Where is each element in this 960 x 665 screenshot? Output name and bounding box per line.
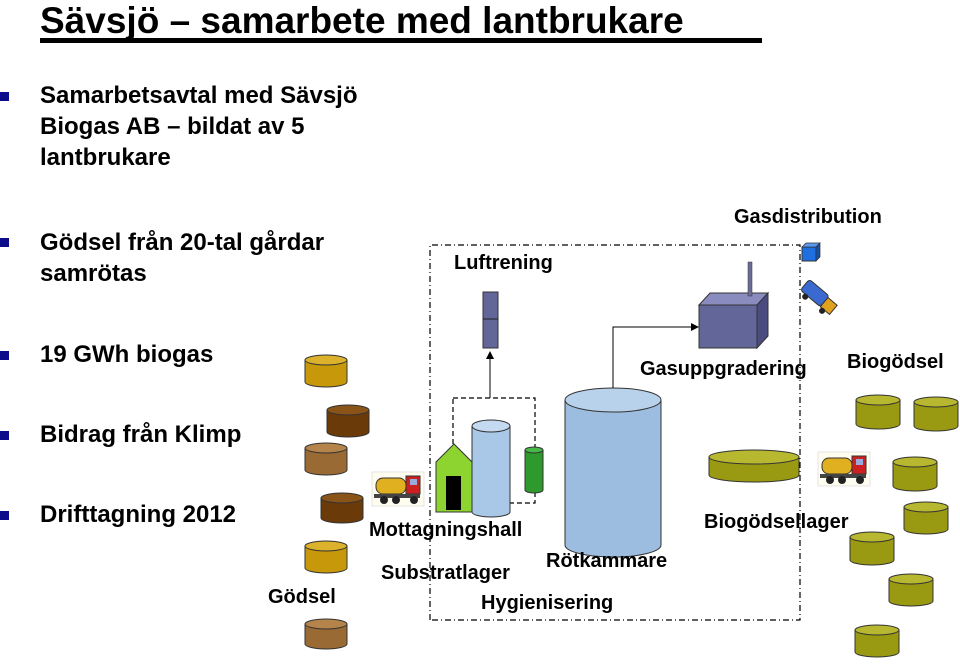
arrow-to-gasuppgradering: [612, 323, 699, 388]
substratlager-tank: [471, 419, 511, 518]
label-hygienisering: Hygienisering: [481, 592, 614, 614]
gas-truck-icon: [801, 280, 838, 316]
bullet-4: Bidrag från Klimp: [40, 419, 241, 450]
bullet-2: Gödsel från 20-tal gårdar samrötas: [40, 227, 324, 289]
bullet-1-line-3: lantbrukare: [40, 144, 171, 171]
label-biogodsellager: Biogödsellager: [704, 511, 849, 533]
bullet-2-line-1: Gödsel från 20-tal gårdar: [40, 229, 325, 256]
biogodsel-tank: [913, 396, 959, 432]
luftrening-column: [482, 291, 499, 349]
godsel-tank: [304, 618, 348, 650]
rotkammare-digester: [564, 387, 662, 558]
bullet-1-line-2: Biogas AB – bildat av 5: [40, 113, 305, 140]
godsel-tank: [304, 442, 348, 476]
bullet-marker: [0, 511, 9, 520]
plant-boundary: [429, 244, 801, 621]
label-biogodsel: Biogödsel: [847, 351, 944, 373]
gasdistribution-cube: [801, 242, 821, 262]
bullet-5-line-1: Drifttagning 2012: [40, 501, 237, 528]
bullet-marker: [0, 238, 9, 247]
label-godsel: Gödsel: [268, 586, 336, 608]
mottagningshall-building: [435, 443, 473, 513]
hygienisering-tank: [524, 446, 544, 494]
label-gasdistribution: Gasdistribution: [734, 206, 882, 228]
label-substratlager: Substratlager: [381, 562, 510, 584]
biogodsel-tank: [849, 531, 895, 566]
bullet-marker: [0, 92, 9, 101]
label-mottagningshall: Mottagningshall: [369, 519, 523, 541]
godsel-tank: [320, 492, 364, 524]
label-rotkammare: Rötkammare: [546, 550, 668, 572]
godsel-tank: [304, 354, 348, 388]
bullet-marker: [0, 351, 9, 360]
biogodsel-tank: [854, 624, 900, 658]
bullet-3-line-1: 19 GWh biogas: [40, 341, 214, 368]
label-luftrening: Luftrening: [454, 252, 553, 274]
bullet-1-line-1: Samarbetsavtal med Sävsjö: [40, 82, 358, 109]
label-gasuppgradering: Gasuppgradering: [640, 358, 807, 380]
biogodsel-tank: [855, 394, 901, 430]
biogodsel-tank: [892, 456, 938, 492]
bullet-marker: [0, 431, 9, 440]
biogodsel-tank: [888, 573, 934, 607]
slide-title: Sävsjö – samarbete med lantbrukare: [40, 0, 684, 41]
bullet-4-line-1: Bidrag från Klimp: [40, 421, 242, 448]
godsel-tank: [326, 404, 370, 438]
title-underline: [40, 38, 762, 43]
truck-icon: [371, 471, 425, 507]
truck-icon: [817, 451, 871, 487]
biogodsel-tank: [903, 501, 949, 535]
bullet-2-line-2: samrötas: [40, 260, 147, 287]
gasuppgradering-unit: [697, 261, 770, 350]
biogodsellager-tank: [708, 449, 800, 483]
godsel-tank: [304, 540, 348, 574]
bullet-3: 19 GWh biogas: [40, 339, 213, 370]
bullet-1: Samarbetsavtal med Sävsjö Biogas AB – bi…: [40, 80, 358, 173]
bullet-5: Drifttagning 2012: [40, 499, 236, 530]
